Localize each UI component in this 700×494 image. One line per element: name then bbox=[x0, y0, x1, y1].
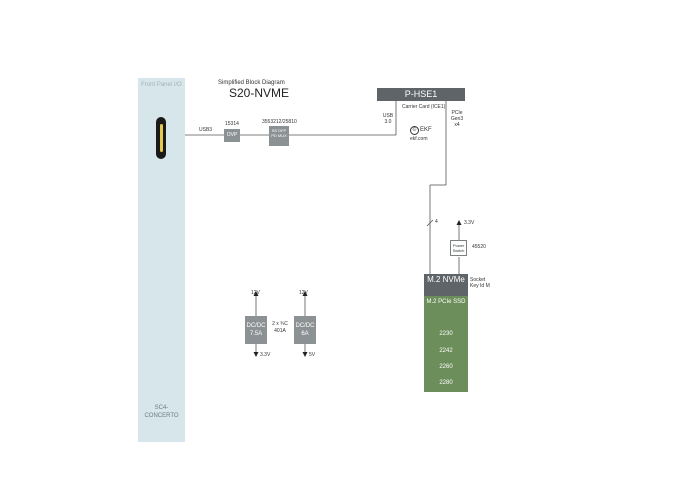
pcie-gen3-label: PCIe Gen3 x4 bbox=[450, 110, 464, 128]
phse1-block: P-HSE1 bbox=[377, 88, 465, 101]
power-switch-block: Power Switch bbox=[450, 240, 467, 256]
power-switch-arrow-up bbox=[456, 220, 462, 225]
dcdc1-arrow-in bbox=[253, 291, 259, 296]
dcdc2-block: DC/DC 6A bbox=[294, 316, 316, 344]
ekf-brand: EKF bbox=[420, 127, 432, 133]
diagram-title: S20-NVME bbox=[229, 86, 290, 100]
m2-ssd-module bbox=[424, 296, 468, 392]
mux-part-number: 3553212/25810 bbox=[262, 119, 297, 125]
carrier-card-label: Carrier Card (ICE1) bbox=[402, 104, 446, 110]
dcdc1-arrow-out bbox=[253, 352, 259, 357]
dcdc1-block: DC/DC 7.5A bbox=[245, 316, 267, 344]
usb3-label: USB3 bbox=[199, 127, 213, 133]
pcie-lane-tick bbox=[426, 219, 434, 227]
m2-size-2260: 2260 bbox=[439, 364, 453, 370]
m2-nvme-header: M.2 NVMe bbox=[424, 274, 468, 296]
ovp-block: OVP bbox=[224, 129, 240, 142]
dcdc-note: 2 x ¾C 401A bbox=[272, 321, 288, 334]
power-switch-voltage: 3.3V bbox=[464, 220, 475, 226]
dcdc2-arrow-in bbox=[302, 291, 308, 296]
front-panel-footer: SC4-CONCERTO bbox=[144, 405, 179, 419]
dcdc1-output-voltage: 3.3V bbox=[260, 352, 271, 358]
dcdc2-output-voltage: 5V bbox=[309, 352, 316, 358]
m2-size-2242: 2242 bbox=[439, 348, 453, 354]
usb-speed-label: USB 3.0 bbox=[382, 113, 394, 125]
m2-size-2280: 2280 bbox=[439, 380, 453, 386]
dcdc1-input-voltage: 12V bbox=[251, 290, 260, 296]
m2-size-2230: 2230 bbox=[439, 331, 453, 337]
pcie-lane-count: 4 bbox=[435, 219, 438, 225]
ekf-url: ekf.com bbox=[410, 136, 428, 142]
m2-socket-label: Socket Key Id M bbox=[470, 277, 490, 289]
usb-c-connector-icon bbox=[156, 117, 166, 159]
m2-type-label: M.2 PCIe SSD bbox=[426, 299, 466, 305]
power-switch-part: 45520 bbox=[472, 244, 486, 250]
dcdc2-input-voltage: 12V bbox=[299, 290, 308, 296]
front-panel-title: Front Panel I/O bbox=[141, 82, 182, 88]
usb-mux-block: SS DFP PD MUX bbox=[269, 126, 289, 146]
diagram-subtitle: Simplified Block Diagram bbox=[218, 80, 285, 86]
dcdc2-arrow-out bbox=[302, 352, 308, 357]
ekf-logo-icon: © bbox=[410, 126, 419, 135]
ovp-part-number: 15314 bbox=[225, 121, 239, 127]
